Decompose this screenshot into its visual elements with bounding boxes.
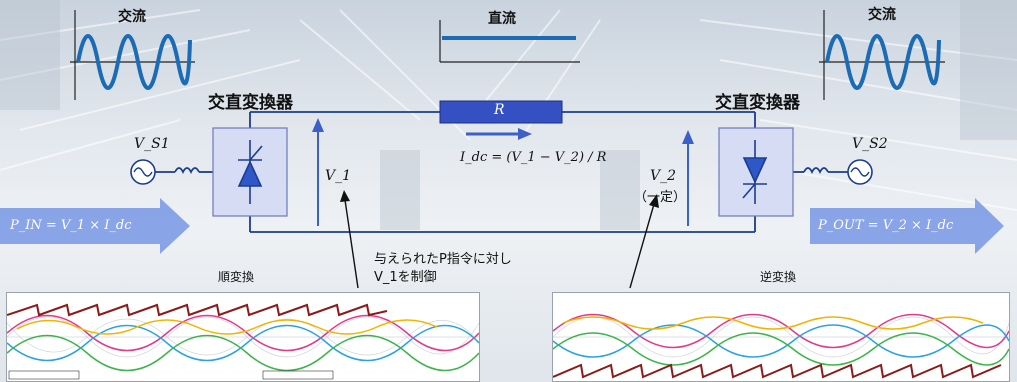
control-note-line1: 与えられたP指令に対し [374, 252, 512, 267]
dc-label: 直流 [488, 11, 516, 27]
source-label-vs1: V_S1 [134, 136, 170, 152]
resistor [439, 100, 563, 124]
current-formula: I_dc = (V_1 − V_2) / R [460, 150, 607, 165]
resistor-label: R [494, 102, 505, 118]
pointer-arrow-constant-icon [629, 194, 659, 289]
power-arrow-out [810, 198, 1004, 254]
current-arrow-icon [466, 128, 532, 140]
power-out-formula: P_OUT = V_2 × I_dc [818, 218, 954, 233]
thyristor-right-icon [742, 140, 768, 204]
forward-conversion-label: 順変換 [218, 270, 255, 284]
voltage-arrow-v2-icon [682, 130, 694, 226]
waveform-forward [7, 303, 479, 380]
voltage-label-v2: V_2 [650, 168, 677, 184]
source-label-vs2: V_S2 [852, 136, 888, 152]
waveform-inverse [553, 313, 1009, 379]
voltage-arrow-v1-icon [312, 118, 324, 226]
inverse-conversion-label: 逆変換 [760, 270, 797, 284]
ac-source-left-icon [130, 159, 156, 185]
converter-title-right: 交直変換器 [715, 93, 800, 113]
ac-wave-left [70, 10, 195, 100]
voltage-v2-note: （一定） [634, 190, 687, 205]
ac-wave-right [819, 10, 945, 100]
thyristor-left-icon [237, 140, 263, 204]
converter-title-left: 交直変換器 [208, 93, 293, 113]
power-in-formula: P_IN = V_1 × I_dc [10, 218, 132, 233]
ac-label-left: 交流 [118, 9, 146, 25]
dc-line [439, 20, 580, 63]
control-note-line2: V_1を制御 [374, 270, 437, 285]
ac-label-right: 交流 [868, 7, 896, 23]
waveform-panel-inverse [552, 292, 1010, 382]
dc-wiring [155, 111, 848, 233]
power-arrow-in [0, 198, 190, 254]
waveform-panel-forward [6, 292, 480, 382]
pointer-arrow-control-icon [340, 190, 359, 289]
voltage-label-v1: V_1 [325, 168, 352, 184]
ac-source-right-icon [847, 159, 873, 185]
